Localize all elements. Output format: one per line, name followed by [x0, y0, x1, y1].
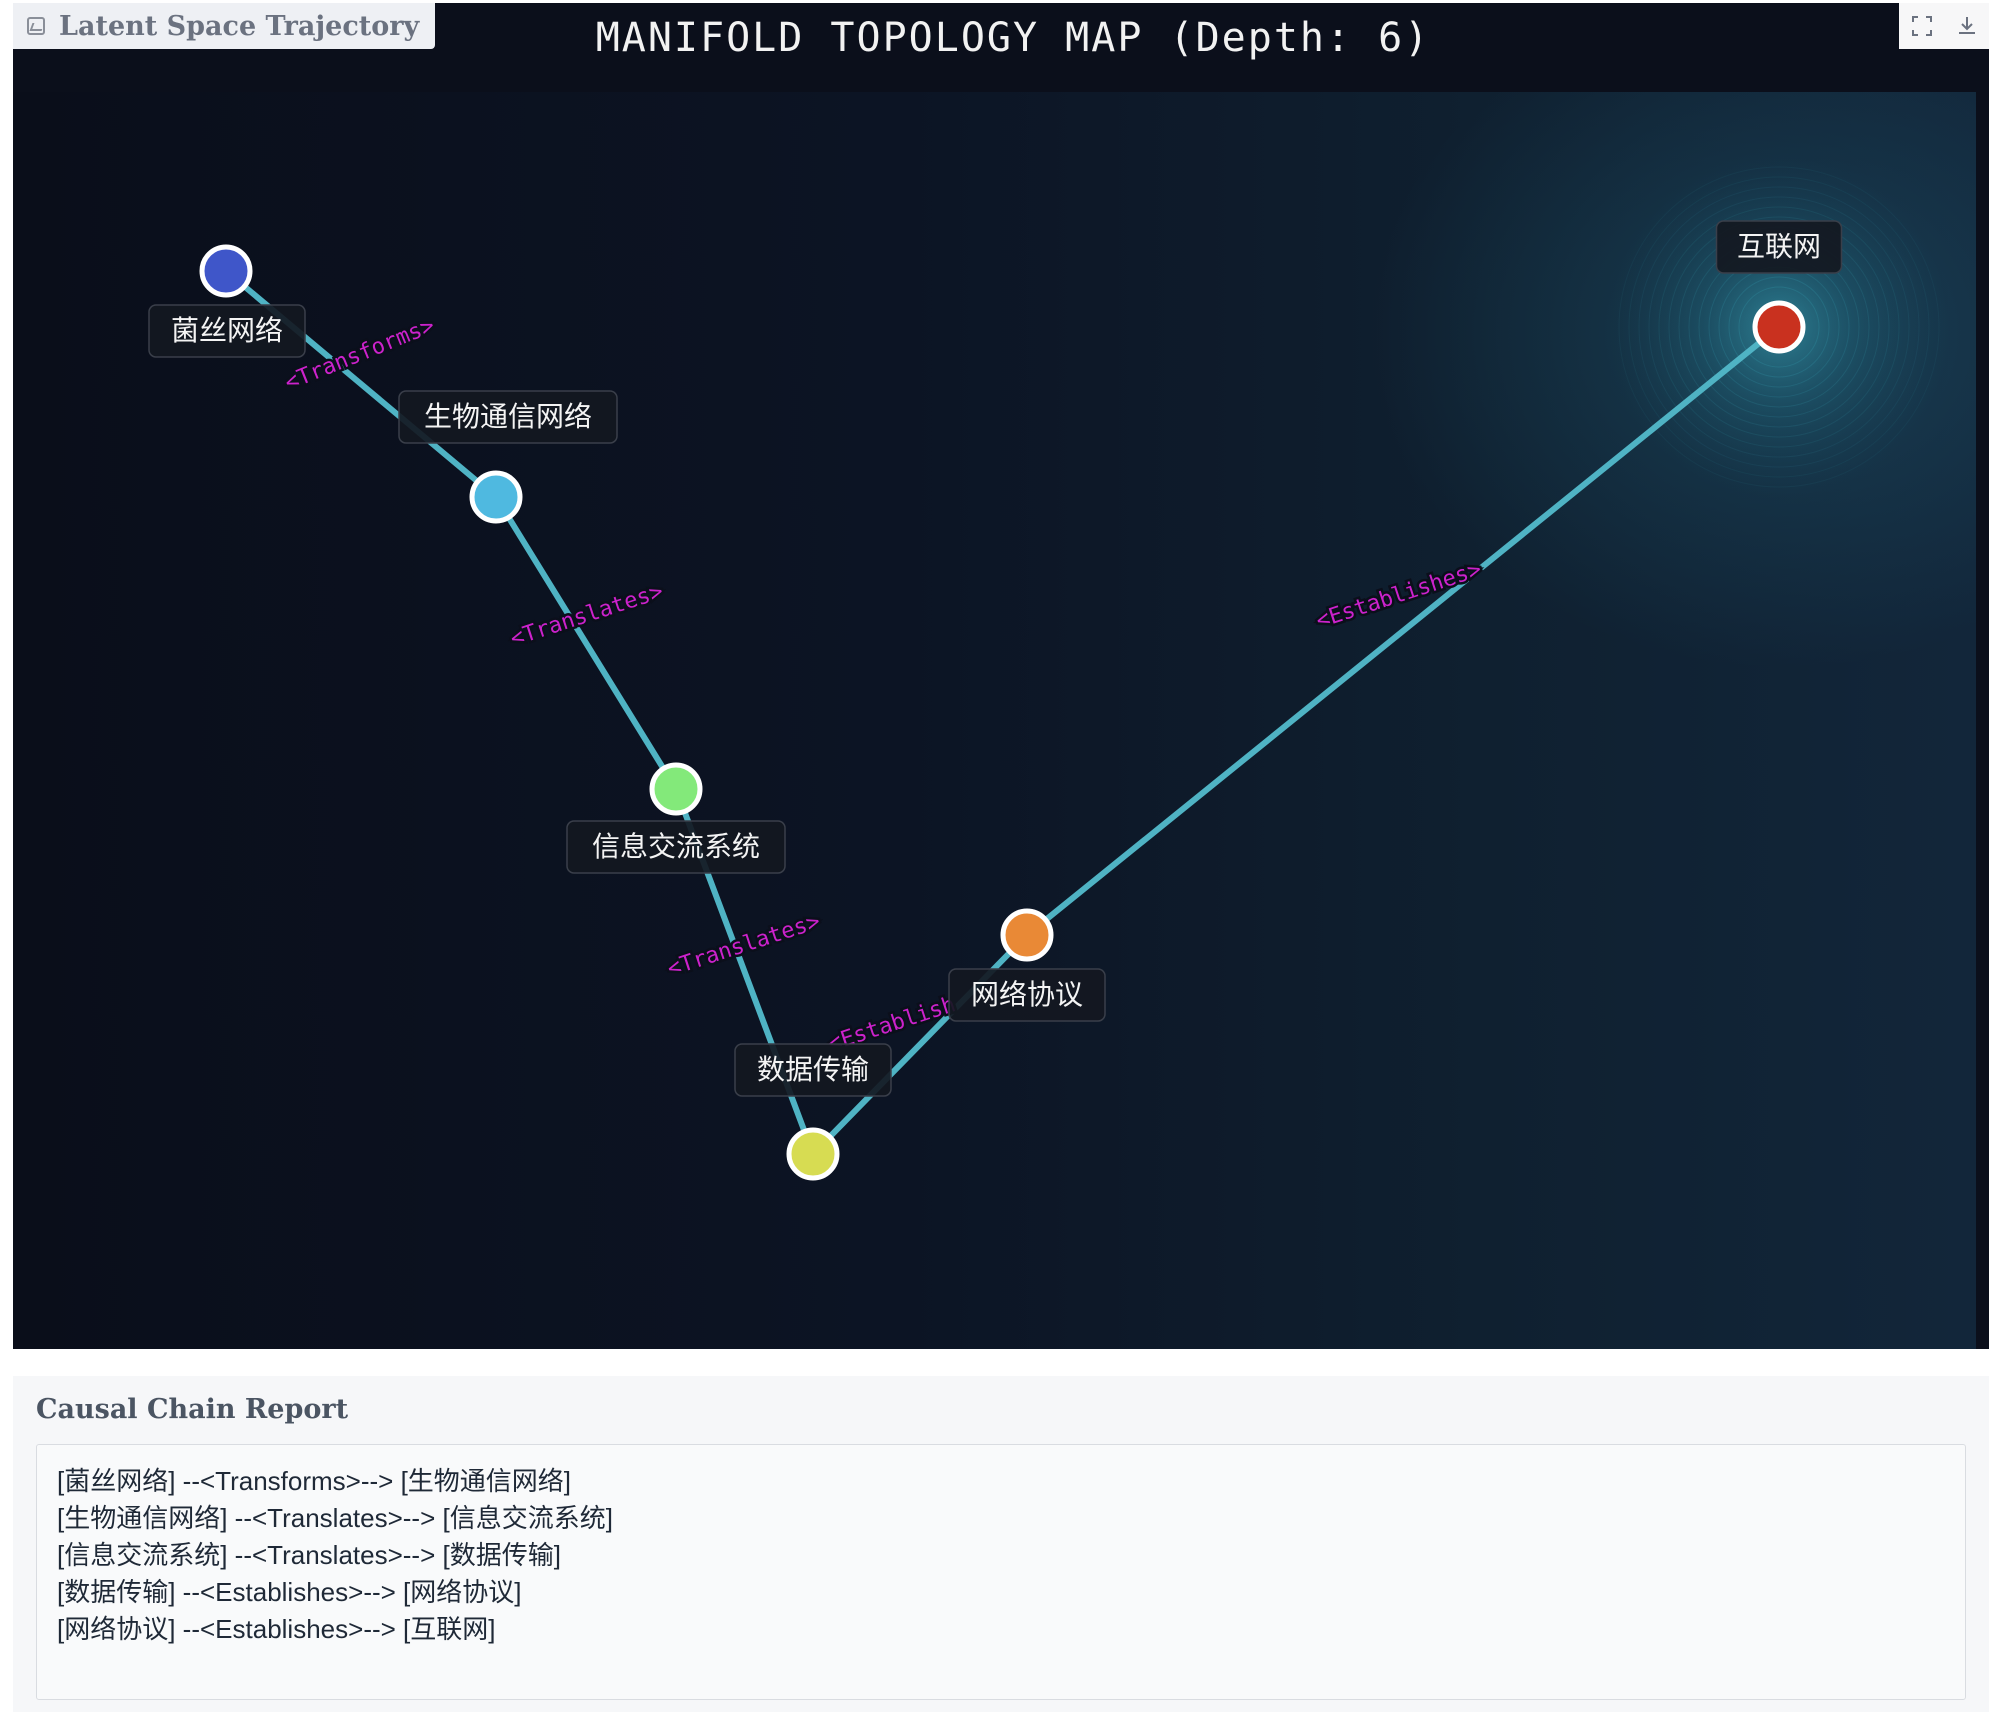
node-label: 菌丝网络 [171, 314, 283, 347]
node-label: 信息交流系统 [592, 830, 760, 863]
nodes-layer [199, 244, 1806, 1181]
node-label-box [148, 304, 306, 358]
plot-panel: <Transforms><Translates><Translates><Est… [13, 3, 1989, 1349]
graph-node[interactable] [1752, 300, 1806, 354]
image-icon [27, 17, 45, 35]
download-button[interactable] [1953, 12, 1981, 40]
halo-ring [1728, 276, 1830, 378]
node-label: 网络协议 [971, 978, 1083, 1011]
node-label-box [1715, 220, 1843, 274]
graph-node[interactable] [649, 762, 703, 816]
report-panel: Causal Chain Report [菌丝网络] --<Transforms… [13, 1376, 1989, 1712]
graph-node[interactable] [469, 470, 523, 524]
halo-ring [1638, 186, 1920, 468]
halo-ring [1648, 196, 1910, 458]
report-textbox[interactable]: [菌丝网络] --<Transforms>--> [生物通信网络] [生物通信网… [36, 1444, 1966, 1700]
edge-line [493, 494, 679, 792]
edge-line [1024, 324, 1782, 938]
halo-ring [1738, 286, 1820, 368]
halo-ring [1618, 166, 1940, 488]
node-label-box [948, 968, 1106, 1022]
report-title: Causal Chain Report [36, 1394, 349, 1425]
node-label-box [734, 1043, 892, 1097]
node-label-box [566, 820, 786, 874]
edge-label: <Establishes> [1313, 557, 1484, 634]
plot-title: MANIFOLD TOPOLOGY MAP (Depth: 6) [595, 15, 1431, 61]
panel-label-text: Latent Space Trajectory [59, 10, 420, 42]
node-label: 互联网 [1737, 230, 1821, 263]
graph-node[interactable] [1000, 908, 1054, 962]
node-label: 生物通信网络 [424, 400, 592, 433]
report-line: [生物通信网络] --<Translates>--> [信息交流系统] [57, 1503, 613, 1533]
topology-graph: <Transforms><Translates><Translates><Est… [148, 157, 1949, 1181]
halo-ring [1658, 206, 1900, 448]
report-line: [网络协议] --<Establishes>--> [互联网] [57, 1614, 496, 1644]
fullscreen-button[interactable] [1908, 12, 1936, 40]
graph-node[interactable] [199, 244, 253, 298]
fullscreen-icon [1911, 16, 1932, 36]
report-line: [信息交流系统] --<Translates>--> [数据传输] [57, 1540, 561, 1570]
halo-ring [1628, 176, 1930, 478]
halo-ring [1668, 216, 1890, 438]
report-line: [菌丝网络] --<Transforms>--> [生物通信网络] [57, 1466, 572, 1496]
panel-label: Latent Space Trajectory [13, 3, 436, 49]
node-label: 数据传输 [757, 1053, 869, 1086]
graph-node[interactable] [786, 1127, 840, 1181]
plot-toolbar [1899, 3, 1989, 49]
report-line: [数据传输] --<Establishes>--> [网络协议] [57, 1577, 522, 1607]
node-label-box [398, 390, 618, 444]
download-icon [1958, 17, 1975, 34]
